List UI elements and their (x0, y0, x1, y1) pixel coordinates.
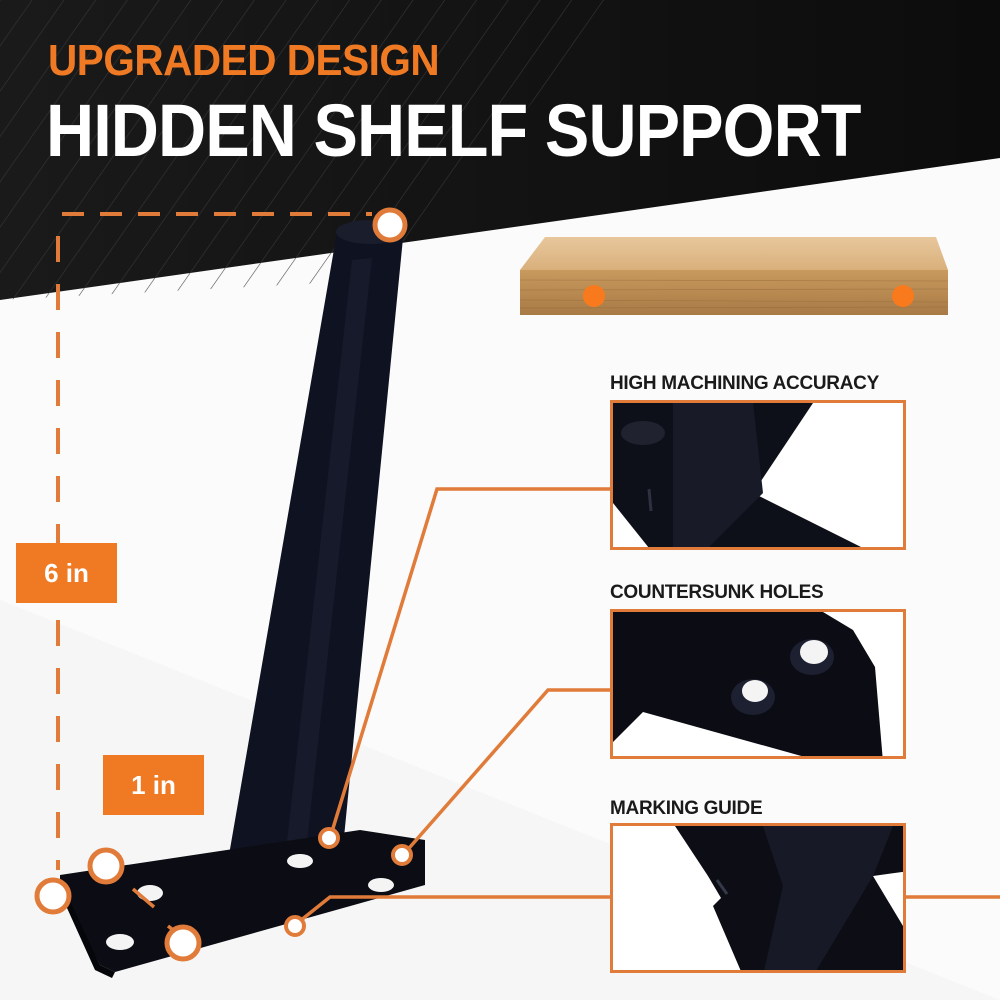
bracket-closeup-notch-icon (613, 826, 903, 970)
header-title: HIDDEN SHELF SUPPORT (46, 89, 861, 172)
bracket-closeup-joint-icon (613, 403, 903, 547)
callout-dots (34, 207, 413, 962)
wooden-shelf (519, 237, 949, 315)
bracket-rod (225, 220, 404, 878)
height-dimension-label: 6 in (16, 543, 117, 603)
bracket-closeup-holes-icon (613, 612, 903, 756)
feature-title-machining-accuracy: HIGH MACHINING ACCURACY (610, 373, 879, 394)
feature-title-countersunk-holes: COUNTERSUNK HOLES (610, 582, 824, 603)
feature-title-marking-guide: MARKING GUIDE (610, 798, 763, 819)
base-dimension-label: 1 in (103, 755, 204, 815)
dimension-lines (56, 212, 372, 870)
header-subtitle: UPGRADED DESIGN (48, 36, 440, 85)
feature-image-marking-guide (610, 823, 906, 973)
feature-image-countersunk-holes (610, 609, 906, 759)
feature-image-machining-accuracy (610, 400, 906, 550)
